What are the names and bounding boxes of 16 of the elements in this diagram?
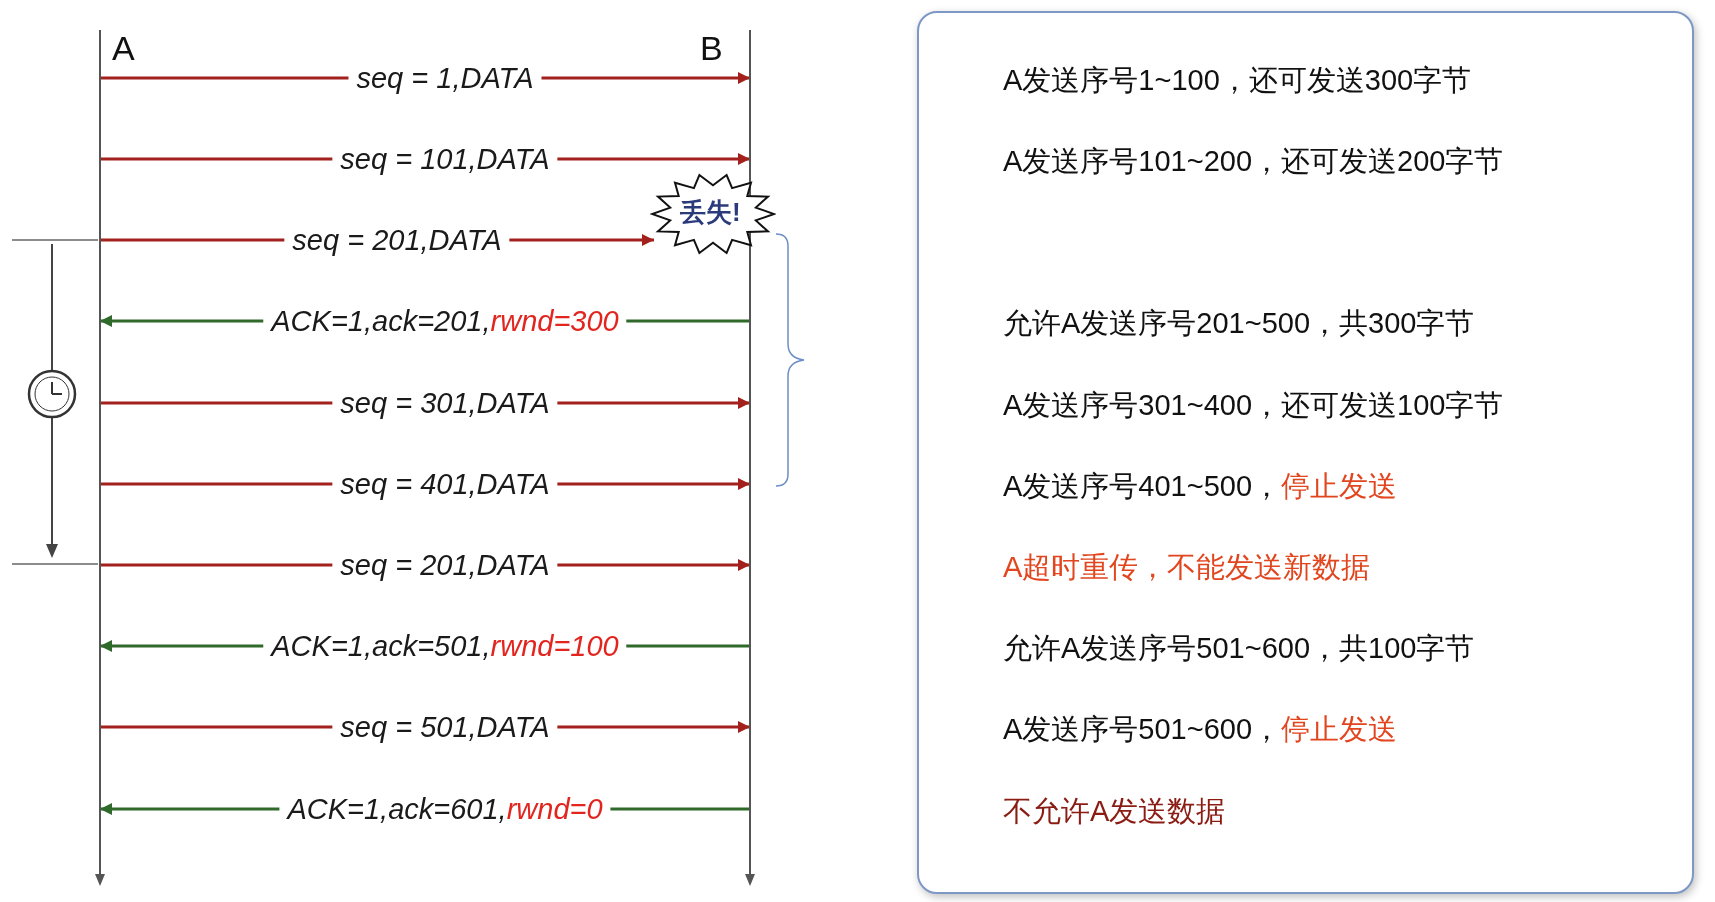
lifeline-label: A — [112, 30, 135, 66]
note-text: 不允许A发送数据 — [1003, 795, 1226, 827]
loss-burst — [650, 172, 776, 256]
note-text: A发送序号401~500， — [1003, 470, 1282, 502]
note-text: 停止发送 — [1281, 470, 1398, 502]
note-text: 停止发送 — [1281, 713, 1398, 745]
note-text: A发送序号501~600， — [1003, 713, 1282, 745]
lifeline-label: B — [700, 30, 723, 66]
note-text: A发送序号101~200，还可发送200字节 — [1003, 145, 1504, 177]
note-text: A发送序号301~400，还可发送100字节 — [1003, 389, 1504, 421]
note-text: A发送序号1~100，还可发送300字节 — [1003, 64, 1472, 96]
note-panel — [917, 11, 1694, 894]
note-text: 允许A发送序号201~500，共300字节 — [1003, 307, 1475, 339]
burst-label: 丢失! — [680, 196, 741, 228]
note-text: 允许A发送序号501~600，共100字节 — [1003, 632, 1475, 664]
note-text: A超时重传，不能发送新数据 — [1003, 551, 1371, 583]
